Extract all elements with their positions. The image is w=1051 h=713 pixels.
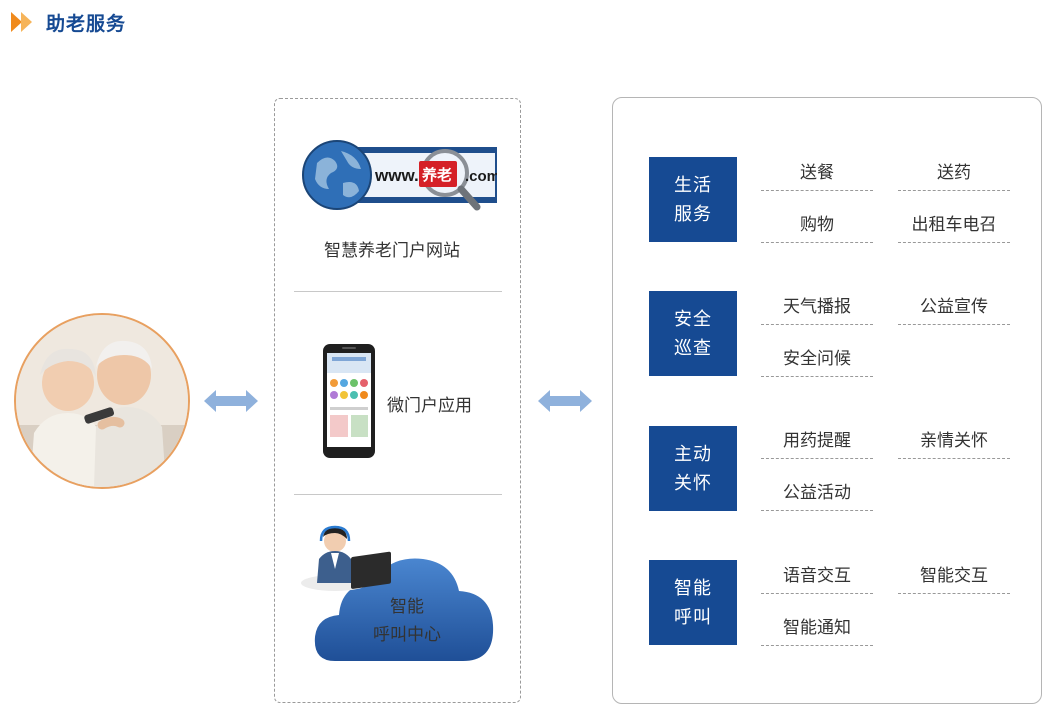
service-item: 用药提醒 [761,424,873,459]
category-life-service: 生活 服务 [649,157,737,242]
category-label-line2: 呼叫 [674,606,712,628]
service-item: 送药 [898,156,1010,191]
call-center-label-line2: 呼叫中心 [373,625,441,645]
divider [294,494,502,495]
logo-word-text: 养老 [421,166,452,184]
category-smart-call: 智能 呼叫 [649,560,737,645]
portal-website-label: 智慧养老门户网站 [324,241,460,261]
category-label-line1: 安全 [674,308,712,330]
service-item: 购物 [761,208,873,243]
service-item: 智能交互 [898,559,1010,594]
services-panel: 生活 服务 送餐 送药 购物 出租车电召 安全 巡查 天气播报 公益宣传 安全问… [612,97,1042,704]
call-center-cloud-icon [301,525,494,661]
category-label-line2: 巡查 [674,337,712,359]
divider [294,291,502,292]
service-item: 语音交互 [761,559,873,594]
call-center-label-line1: 智能 [390,597,424,617]
category-label-line2: 关怀 [674,472,712,494]
mobile-portal-label: 微门户应用 [387,396,472,416]
access-channels-panel: www. 养老 .com 智慧养老门户网站 微门户应用 [274,98,521,703]
service-item: 亲情关怀 [898,424,1010,459]
globe-magnifier-icon: www. 养老 .com [302,140,497,211]
elderly-couple-photo [14,313,190,489]
logo-www-text: www. [374,166,419,185]
service-item: 天气播报 [761,290,873,325]
double-chevron-icon [11,12,32,32]
category-label-line1: 智能 [674,577,712,599]
service-item: 送餐 [761,156,873,191]
category-label-line2: 服务 [674,203,712,225]
service-item: 出租车电召 [898,208,1010,243]
service-item: 公益活动 [761,476,873,511]
service-item: 安全问候 [761,342,873,377]
category-active-care: 主动 关怀 [649,426,737,511]
double-arrow-icon [538,390,592,412]
category-safety-patrol: 安全 巡查 [649,291,737,376]
category-label-line1: 主动 [674,443,712,465]
service-item: 公益宣传 [898,290,1010,325]
service-item: 智能通知 [761,611,873,646]
section-header: 助老服务 [10,8,126,36]
page-title: 助老服务 [46,12,127,35]
category-label-line1: 生活 [674,174,712,196]
double-arrow-icon [204,390,258,412]
smartphone-icon [323,344,375,458]
logo-com-text: .com [465,168,497,185]
